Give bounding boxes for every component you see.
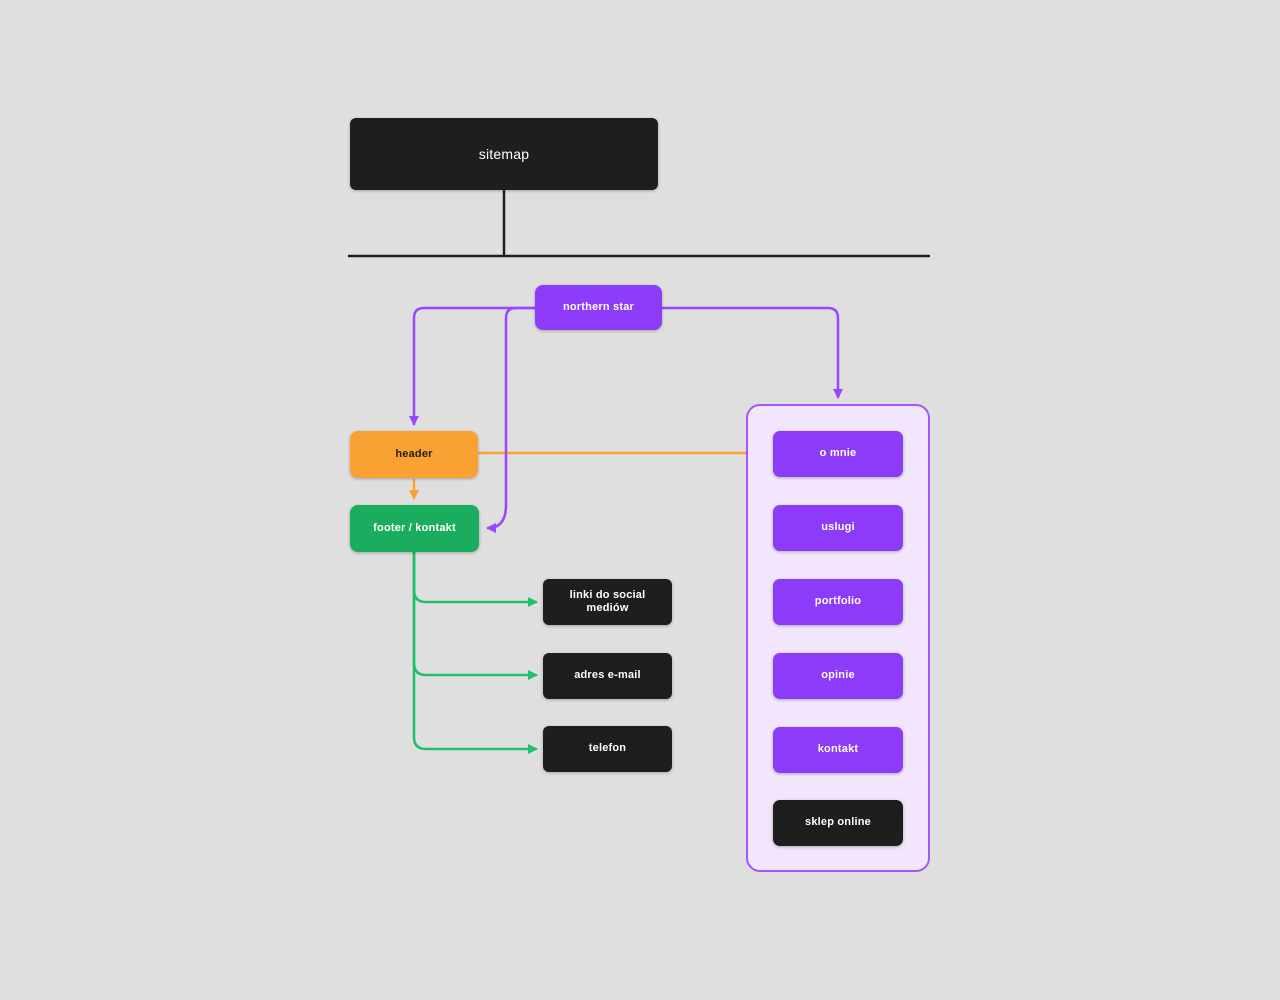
- node-page-sklep-online-label: sklep online: [805, 816, 871, 829]
- node-phone[interactable]: telefon: [543, 726, 672, 772]
- connector-footer-to-email: [412, 550, 538, 680]
- node-page-opinie-label: opinie: [821, 669, 855, 682]
- node-page-o-mnie-label: o mnie: [819, 447, 857, 460]
- node-northern-star[interactable]: northern star: [535, 285, 662, 330]
- node-page-uslugi-label: uslugi: [821, 521, 855, 534]
- pages-group-container[interactable]: [746, 404, 930, 872]
- node-email-address-label: adres e-mail: [574, 669, 641, 682]
- node-footer-kontakt[interactable]: footer / kontakt: [350, 505, 479, 552]
- node-social-media-links-label: linki do social mediów: [569, 588, 646, 614]
- node-page-portfolio-label: portfolio: [814, 595, 862, 608]
- node-page-opinie[interactable]: opinie: [773, 653, 903, 699]
- node-page-portfolio[interactable]: portfolio: [773, 579, 903, 625]
- node-header[interactable]: header: [350, 431, 478, 478]
- node-page-sklep-online[interactable]: sklep online: [773, 800, 903, 846]
- node-email-address[interactable]: adres e-mail: [543, 653, 672, 699]
- connector-northern-star-to-footer: [486, 306, 537, 533]
- connector-northern-star-to-header: [409, 306, 537, 426]
- node-sitemap[interactable]: sitemap: [350, 118, 658, 190]
- node-phone-label: telefon: [588, 742, 627, 755]
- node-page-kontakt[interactable]: kontakt: [773, 727, 903, 773]
- connector-footer-to-phone: [412, 550, 538, 754]
- connector-northern-star-to-pages-group: [660, 306, 843, 399]
- node-sitemap-label: sitemap: [478, 145, 530, 162]
- node-page-kontakt-label: kontakt: [817, 743, 859, 756]
- node-social-media-links[interactable]: linki do social mediów: [543, 579, 672, 625]
- connector-footer-to-social-links: [412, 550, 538, 607]
- node-footer-kontakt-label: footer / kontakt: [373, 521, 456, 534]
- node-northern-star-label: northern star: [562, 300, 635, 313]
- node-header-label: header: [395, 447, 433, 460]
- node-page-o-mnie[interactable]: o mnie: [773, 431, 903, 477]
- node-page-uslugi[interactable]: uslugi: [773, 505, 903, 551]
